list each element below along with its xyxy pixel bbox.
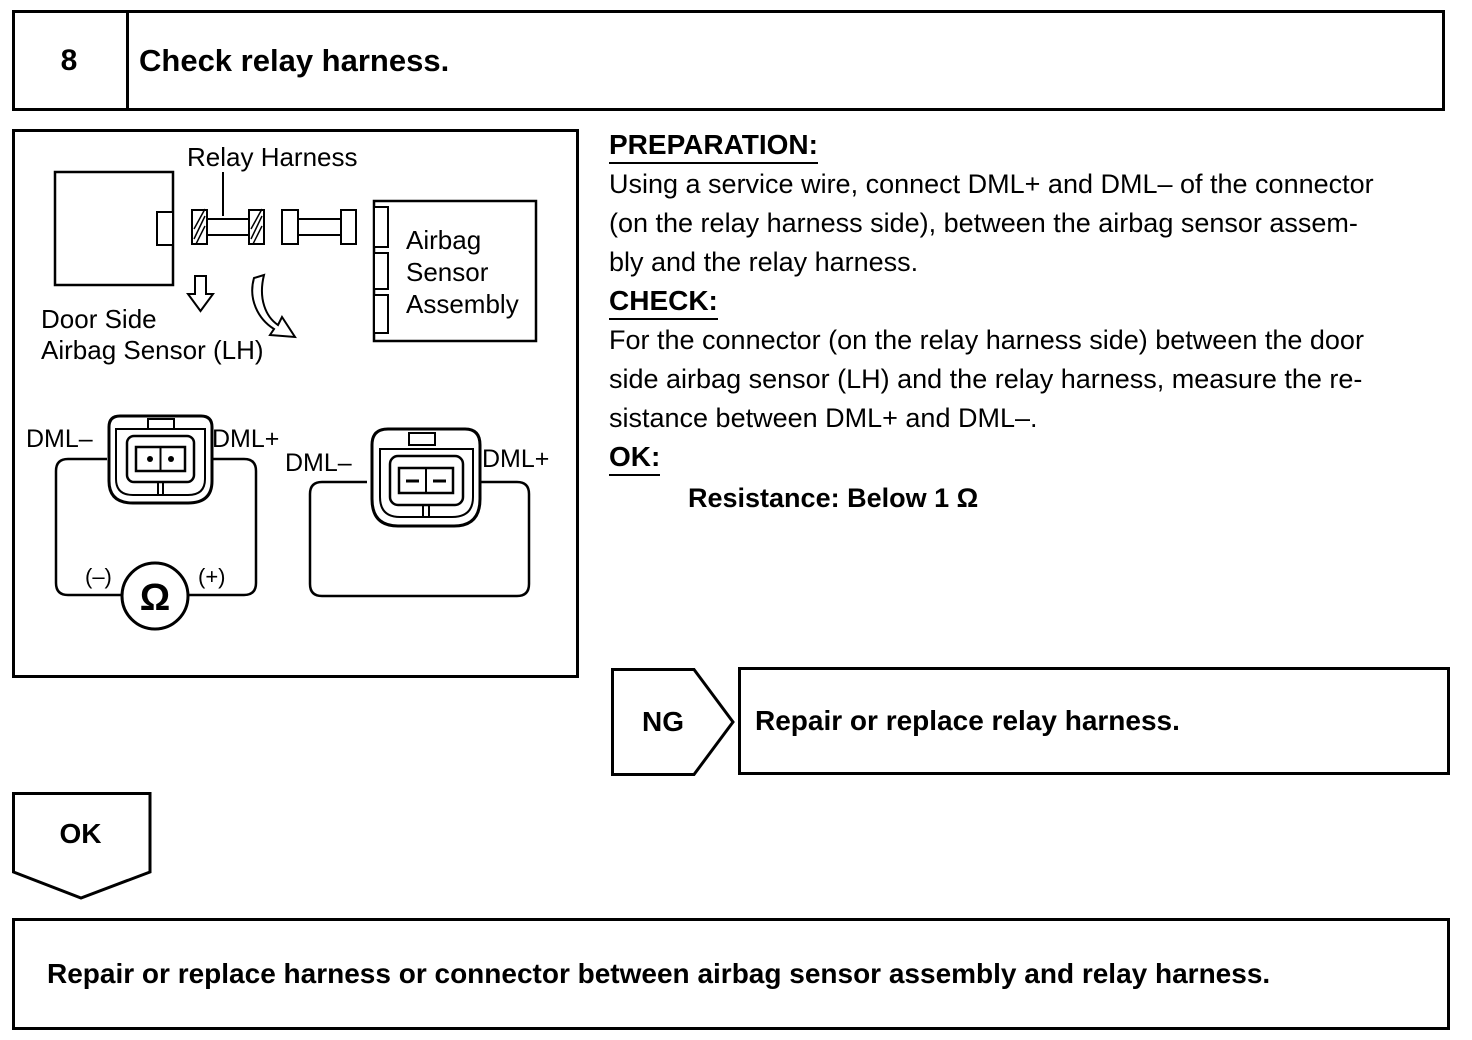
airbag-sensor-label-1: Airbag [406,225,481,255]
door-side-sensor-body [53,170,175,287]
sensor-harness-end-right [340,209,357,245]
ok-heading: OK: [609,440,661,476]
service-wire [308,480,531,598]
left-lead-minus [54,457,122,597]
door-side-label-1: Door Side [41,304,157,334]
meter-minus-label: (–) [85,564,112,589]
step-title: Check relay harness. [139,42,450,78]
door-side-label-2: Airbag Sensor (LH) [41,335,264,365]
ok-arrow-tag [12,792,152,900]
left-dml-plus-label: DML+ [212,425,279,453]
airbag-sensor-label-3: Assembly [406,289,519,319]
preparation-line-3: bly and the relay harness. [609,247,919,277]
down-arrow-icon [186,275,215,313]
left-dml-minus-label: DML– [26,425,93,453]
right-connector-icon [370,427,482,528]
ok-action-box: Repair or replace harness or connector b… [12,918,1450,1030]
diagram-frame [12,129,579,678]
relay-harness-label: Relay Harness [187,142,358,172]
preparation-line-2: (on the relay harness side), between the… [609,208,1358,238]
left-lead-plus [188,457,258,597]
check-line-2: side airbag sensor (LH) and the relay ha… [609,364,1363,394]
check-line-3: sistance between DML+ and DML–. [609,403,1038,433]
ohmmeter-icon [120,561,190,631]
ohm-symbol: Ω [140,577,170,619]
check-heading: CHECK: [609,284,718,320]
ng-label: NG [642,706,684,737]
right-dml-minus-label: DML– [285,449,352,477]
check-line-1: For the connector (on the relay harness … [609,325,1364,355]
preparation-line-1: Using a service wire, connect DML+ and D… [609,169,1374,199]
ng-action-box: Repair or replace relay harness. [738,667,1450,775]
instructions-column: PREPARATION: Using a service wire, conne… [609,126,1454,518]
relay-harness-diagram: Relay Harness Airbag Sensor Assembly Doo… [12,129,579,678]
ok-label: OK [59,818,102,849]
step-header-box [12,10,1445,111]
relay-harness-cable [206,218,250,236]
sensor-harness-cable [297,218,342,236]
sensor-harness-end-left [281,209,299,245]
ng-arrow-tag [611,668,735,776]
resistance-spec: Resistance: Below 1 Ω [688,483,979,513]
airbag-sensor-label-2: Sensor [406,257,489,287]
right-dml-plus-label: DML+ [482,445,549,473]
curved-arrow-icon [251,273,297,339]
meter-plus-label: (+) [198,564,226,589]
preparation-heading: PREPARATION: [609,128,818,164]
left-connector-icon [107,414,214,505]
door-side-sensor-connector [156,211,174,246]
step-number: 8 [12,10,129,111]
